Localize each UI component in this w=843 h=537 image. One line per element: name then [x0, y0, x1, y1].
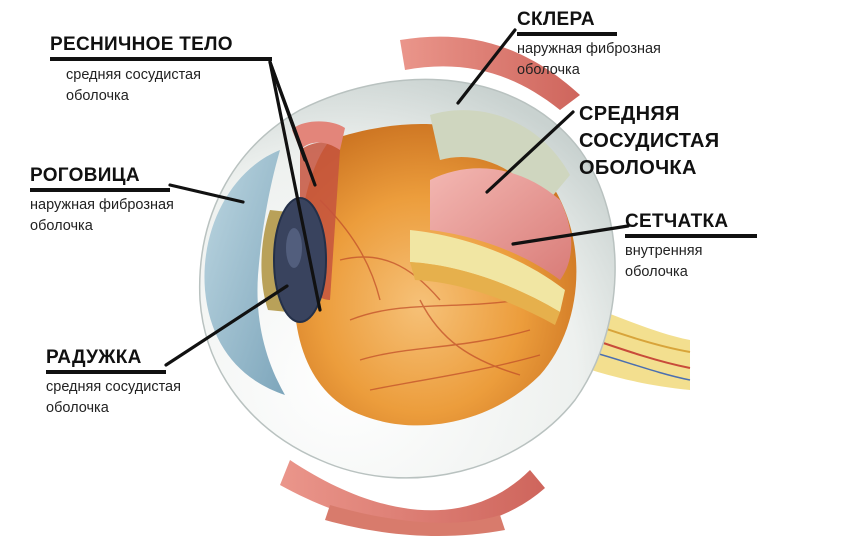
- choroid-flap: [430, 168, 572, 280]
- label-retina: СЕТЧАТКА внутренняя оболочка: [625, 211, 757, 283]
- upper-muscle: [400, 36, 580, 110]
- leader-retina: [511, 224, 630, 246]
- label-choroid: СРЕДНЯЯ СОСУДИСТАЯ ОБОЛОЧКА: [579, 101, 719, 182]
- retina-sub2: оболочка: [625, 264, 688, 280]
- sclera-underline: [517, 32, 617, 36]
- cornea-title: РОГОВИЦА: [30, 165, 140, 186]
- sclera-title: СКЛЕРА: [517, 9, 595, 30]
- sclera-sub2: оболочка: [517, 62, 580, 78]
- choroid-line1: СРЕДНЯЯ: [579, 103, 680, 125]
- iris-underline: [46, 370, 166, 374]
- retina-sub1: внутренняя: [625, 243, 703, 259]
- ciliary-sub2: оболочка: [66, 88, 129, 104]
- iris-title: РАДУЖКА: [46, 347, 142, 368]
- leader-ciliary-2: [268, 60, 317, 187]
- label-ciliary-body: РЕСНИЧНОЕ ТЕЛО средняя сосудистая оболоч…: [50, 34, 272, 107]
- retina-title: СЕТЧАТКА: [625, 211, 729, 232]
- choroid-line3: ОБОЛОЧКА: [579, 157, 697, 179]
- label-sclera: СКЛЕРА наружная фиброзная оболочка: [517, 9, 661, 81]
- ciliary-sub1: средняя сосудистая: [66, 67, 201, 83]
- cornea-underline: [30, 188, 170, 192]
- cornea-dome: [204, 150, 285, 395]
- sclera-sub1: наружная фиброзная: [517, 41, 661, 57]
- leader-iris: [164, 284, 289, 367]
- sclera-cut: [430, 110, 570, 205]
- label-cornea: РОГОВИЦА наружная фиброзная оболочка: [30, 165, 174, 237]
- retina-underline: [625, 234, 757, 238]
- leader-choroid: [485, 110, 575, 194]
- cornea-sub1: наружная фиброзная: [30, 197, 174, 213]
- cornea-sub2: оболочка: [30, 218, 93, 234]
- choroid-line2: СОСУДИСТАЯ: [579, 130, 720, 152]
- bottom-muscle: [325, 505, 505, 536]
- iris-sub1: средняя сосудистая: [46, 379, 181, 395]
- label-iris: РАДУЖКА средняя сосудистая оболочка: [46, 347, 181, 419]
- retina-band: [410, 230, 565, 312]
- iris-sub2: оболочка: [46, 400, 109, 416]
- leader-cornea: [168, 183, 245, 204]
- leader-ciliary-3: [268, 60, 322, 312]
- ciliary-underline: [50, 57, 272, 61]
- ciliary-title: РЕСНИЧНОЕ ТЕЛО: [50, 34, 233, 55]
- leader-sclera: [456, 28, 517, 105]
